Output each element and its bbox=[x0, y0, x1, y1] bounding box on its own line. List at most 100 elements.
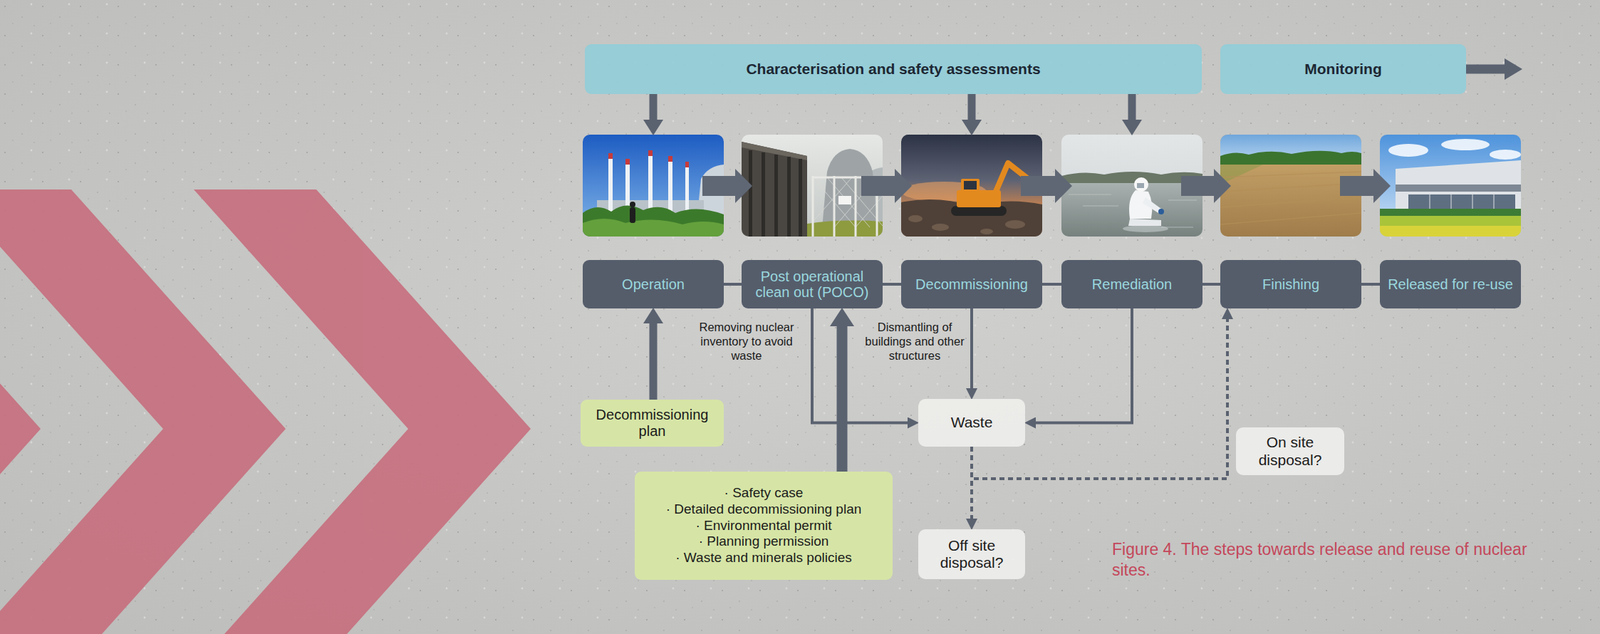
monitoring-arrow bbox=[1466, 58, 1523, 80]
stage-label-box: Decommissioning bbox=[901, 260, 1043, 309]
reuse-photo bbox=[1471, 194, 1473, 209]
assessment-band: Characterisation and safety assessments bbox=[584, 44, 1202, 95]
stage-box: Released for re-use bbox=[1379, 134, 1521, 309]
connector-bar bbox=[722, 282, 744, 286]
flow-arrow bbox=[1020, 175, 1056, 196]
reuse-photo bbox=[1408, 194, 1516, 209]
flow-arrow bbox=[968, 94, 976, 120]
poco-photo bbox=[748, 150, 753, 237]
photo-slot bbox=[582, 134, 724, 261]
poco-photo bbox=[855, 195, 883, 228]
node-text: Off site disposal? bbox=[925, 537, 1018, 572]
remediation-photo bbox=[1134, 177, 1149, 192]
poco-photo bbox=[812, 177, 853, 222]
disposal-box: Off site disposal? bbox=[918, 529, 1026, 580]
operation-photo bbox=[582, 218, 724, 237]
reuse-photo bbox=[1450, 194, 1452, 209]
node-text: Decommissioning plan bbox=[587, 406, 717, 440]
node-text: Released for re-use bbox=[1387, 276, 1514, 293]
node-text: Finishing bbox=[1262, 276, 1320, 293]
remediation-photo bbox=[1082, 205, 1119, 207]
reuse-photo bbox=[1429, 194, 1430, 209]
reuse-photo bbox=[1493, 194, 1494, 209]
chevron bbox=[0, 189, 41, 634]
node-text: Monitoring bbox=[1304, 60, 1382, 78]
note-label: Dismantling of buildings and other struc… bbox=[863, 320, 966, 363]
stage-box: Operation bbox=[582, 134, 724, 309]
poco-photo bbox=[838, 195, 852, 205]
note-slot: Removing nuclear inventory to avoid wast… bbox=[692, 320, 801, 363]
connector-bar bbox=[881, 282, 903, 286]
reuse-photo bbox=[1379, 134, 1521, 237]
node-text: · Safety case bbox=[724, 485, 804, 502]
decommissioning-photo bbox=[960, 178, 980, 194]
reuse-photo bbox=[1379, 134, 1521, 237]
finishing-photo bbox=[1220, 213, 1362, 225]
decommissioning-photo bbox=[963, 180, 977, 190]
operation-photo bbox=[625, 158, 630, 165]
remediation-photo bbox=[1142, 197, 1162, 214]
poco-photo bbox=[741, 141, 808, 237]
node-text: · Waste and minerals policies bbox=[675, 549, 852, 567]
finishing-photo bbox=[1220, 164, 1264, 185]
chevron bbox=[0, 189, 286, 634]
remediation-photo bbox=[1068, 194, 1112, 196]
finishing-photo bbox=[1220, 197, 1362, 208]
poco-photo bbox=[787, 156, 791, 237]
stage-box: Post operational clean out (POCO) bbox=[741, 134, 883, 309]
operation-photo bbox=[629, 207, 636, 223]
operation-photo bbox=[629, 201, 636, 208]
connector-bar bbox=[1040, 282, 1063, 286]
node-text: Post operational clean out (POCO) bbox=[744, 268, 880, 301]
node-text: Waste bbox=[951, 413, 994, 431]
reuse-photo bbox=[1388, 138, 1521, 160]
decommissioning-photo bbox=[908, 215, 1026, 235]
stage-label-box: Operation bbox=[582, 260, 724, 309]
reuse-photo bbox=[1379, 215, 1521, 237]
stage-label-box: Finishing bbox=[1220, 260, 1362, 309]
operation-photo bbox=[608, 150, 689, 168]
operation-photo bbox=[648, 150, 653, 157]
reuse-photo bbox=[1388, 143, 1429, 157]
poco-photo bbox=[761, 152, 766, 237]
operation-photo bbox=[668, 156, 673, 162]
stage-box: Decommissioning bbox=[901, 134, 1043, 309]
photo-slot bbox=[1220, 134, 1362, 261]
flow-arrow bbox=[1035, 308, 1132, 424]
reuse-photo bbox=[1395, 160, 1521, 212]
operation-photo bbox=[608, 153, 613, 159]
reuse-photo bbox=[1379, 134, 1521, 237]
poco-photo bbox=[807, 220, 883, 237]
flow-arrow bbox=[861, 175, 895, 196]
decommissioning-photo bbox=[951, 205, 1007, 216]
flow-arrow bbox=[649, 94, 658, 120]
note-label: Removing nuclear inventory to avoid wast… bbox=[692, 320, 801, 363]
operation-photo bbox=[582, 205, 724, 237]
poco-photo bbox=[798, 158, 803, 237]
flow-arrow bbox=[837, 326, 848, 472]
flow-arrow bbox=[1339, 175, 1374, 196]
stage-label-box: Post operational clean out (POCO) bbox=[741, 260, 883, 309]
node-text: Remediation bbox=[1092, 276, 1172, 293]
flow-arrow bbox=[970, 308, 974, 389]
node-text: · Environmental permit bbox=[695, 517, 832, 535]
remediation-photo bbox=[1168, 200, 1197, 201]
chevron bbox=[0, 189, 531, 634]
photo-slot bbox=[741, 134, 883, 261]
finishing-photo bbox=[1220, 151, 1362, 165]
reuse-photo bbox=[1395, 184, 1521, 192]
figure-caption: Figure 4. The steps towards release and … bbox=[1112, 539, 1540, 581]
operation-photo bbox=[685, 161, 689, 168]
reuse-photo bbox=[1379, 225, 1521, 237]
plan-box: Decommissioning plan bbox=[580, 399, 724, 447]
requirements-box: · Safety case· Detailed decommissioning … bbox=[634, 471, 893, 580]
decommissioning-photo bbox=[1005, 220, 1026, 229]
remediation-photo bbox=[1128, 218, 1162, 226]
monitoring-band: Monitoring bbox=[1220, 44, 1467, 95]
photo-slot bbox=[1379, 134, 1521, 261]
poco-photo bbox=[833, 175, 836, 237]
remediation-photo bbox=[1136, 183, 1145, 189]
poco-photo bbox=[774, 154, 778, 237]
